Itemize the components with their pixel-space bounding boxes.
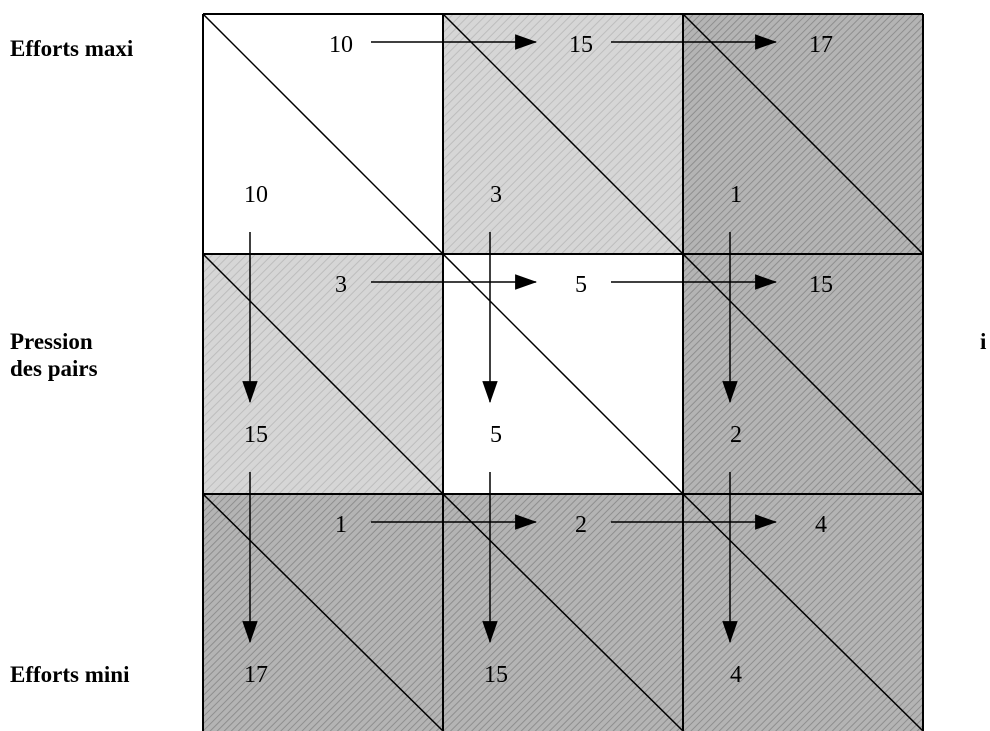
cell-diagonal-1-2: [682, 253, 924, 495]
cell-diagonal-2-2: [682, 493, 924, 731]
payoff-col-player-0-0: 10: [244, 182, 268, 208]
row-label-des-pairs: des pairs: [10, 356, 98, 381]
cell-diagonal-1-0: [202, 253, 444, 495]
cell-diagonal-0-2: [682, 13, 924, 255]
cell-diagonal-2-1: [442, 493, 684, 731]
payoff-row-player-2-0: 1: [335, 512, 347, 538]
payoff-row-player-0-2: 17: [809, 32, 833, 58]
payoff-col-player-2-1: 15: [484, 662, 508, 688]
payoff-row-player-2-1: 2: [575, 512, 587, 538]
payoff-row-player-2-2: 4: [815, 512, 827, 538]
row-label-efforts-mini: Efforts mini: [10, 662, 130, 687]
payoff-col-player-1-0: 15: [244, 422, 268, 448]
payoff-row-player-0-1: 15: [569, 32, 593, 58]
payoff-col-player-0-1: 3: [490, 182, 502, 208]
row-label-right-fragment: i: [980, 329, 987, 354]
payoff-row-player-1-1: 5: [575, 272, 587, 298]
row-label-efforts-maxi: Efforts maxi: [10, 36, 134, 61]
payoff-row-player-1-2: 15: [809, 272, 833, 298]
payoff-col-player-2-0: 17: [244, 662, 268, 688]
cell-diagonal-1-1: [442, 253, 684, 495]
cell-diagonal-2-0: [202, 493, 444, 731]
cell-diagonal-0-1: [442, 13, 684, 255]
payoff-row-player-0-0: 10: [329, 32, 353, 58]
cell-diagonal-0-0: [202, 13, 444, 255]
payoff-row-player-1-0: 3: [335, 272, 347, 298]
row-label-pression: Pression: [10, 329, 93, 354]
payoff-col-player-1-1: 5: [490, 422, 502, 448]
payoff-col-player-1-2: 2: [730, 422, 742, 448]
payoff-col-player-0-2: 1: [730, 182, 742, 208]
payoff-col-player-2-2: 4: [730, 662, 742, 688]
